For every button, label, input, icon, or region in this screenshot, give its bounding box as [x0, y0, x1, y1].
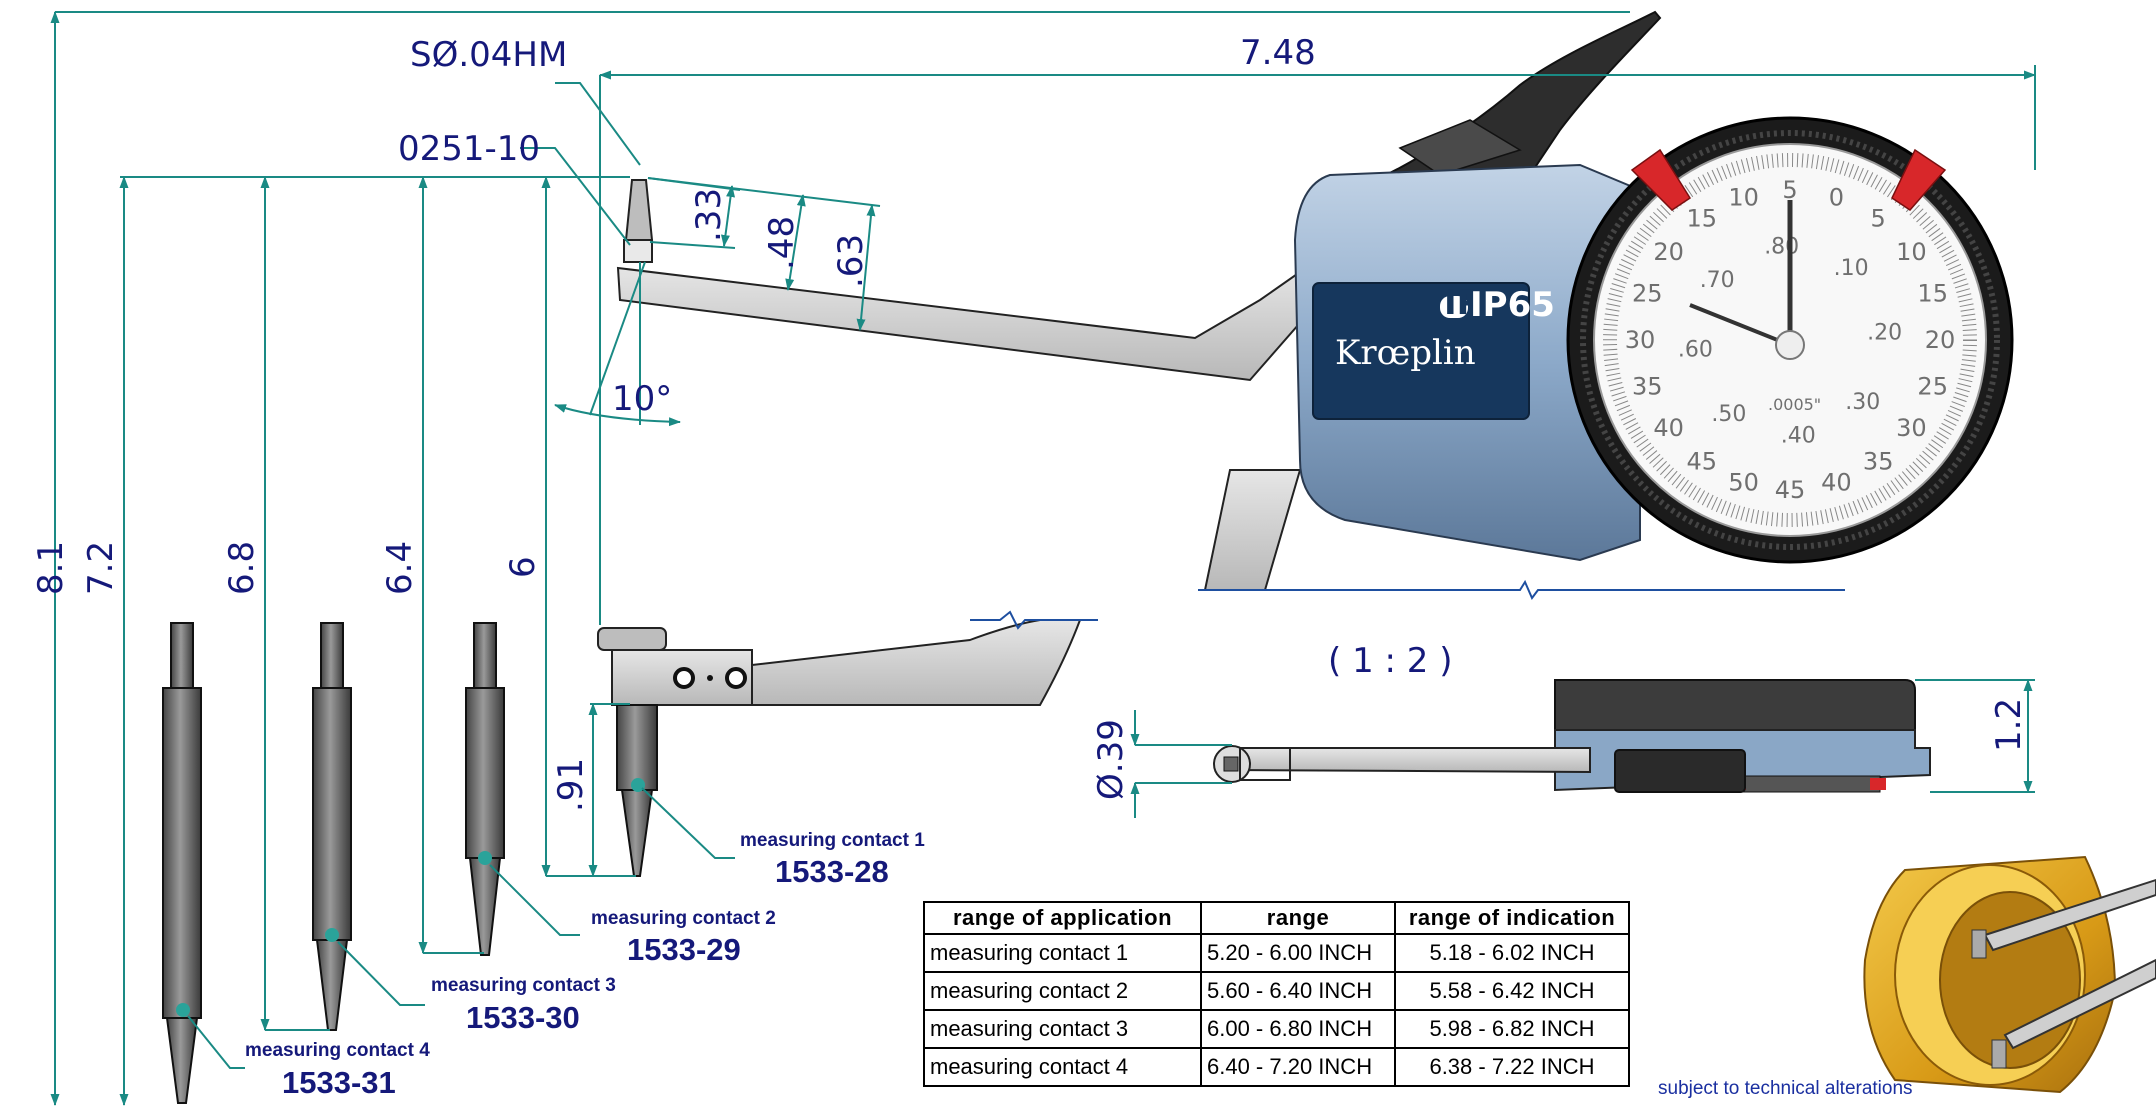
table-row: measuring contact 1 5.20 - 6.00 INCH 5.1…	[923, 933, 1630, 973]
label-plate	[1312, 282, 1530, 420]
dial-outer-number: 40	[1653, 414, 1684, 442]
table-row: measuring contact 3 6.00 - 6.80 INCH 5.9…	[923, 1009, 1630, 1049]
tolerance-marker-left	[1630, 148, 1692, 211]
dim-048: .48	[762, 216, 802, 270]
tolerance-marker-right	[1891, 148, 1947, 211]
dim-033: .33	[689, 188, 729, 242]
dial-outer-number: 10	[1896, 238, 1927, 266]
table-cell: 6.38 - 7.22 INCH	[1394, 1047, 1630, 1087]
thickness-label: 1.2	[1989, 698, 2029, 752]
dial-outer-number: 35	[1863, 447, 1894, 475]
table-header: range	[1200, 901, 1396, 935]
measuring-contacts	[162, 622, 505, 1104]
dial-outer-number: 10	[1728, 183, 1759, 211]
table-cell: 6.00 - 6.80 INCH	[1200, 1009, 1396, 1049]
lever	[1374, 10, 1662, 192]
technical-alterations-note: subject to technical alterations	[1658, 1078, 1913, 1099]
height-7-2: 7.2	[81, 541, 121, 595]
overall-length-label: 7.48	[1240, 33, 1316, 73]
dial-inner-number: .70	[1700, 268, 1735, 293]
height-6-8: 6.8	[222, 541, 262, 595]
tip-spec-label: SØ.04HM	[410, 35, 567, 75]
dial-outer-number: 45	[1775, 476, 1806, 504]
contact-part-label: 0251-10	[398, 129, 540, 169]
contact-4-part: 1533-31	[282, 1065, 396, 1100]
angle-label: 10°	[612, 379, 672, 419]
dial-outer-number: 25	[1917, 372, 1948, 400]
height-8-1: 8.1	[31, 541, 71, 595]
contact-2-part: 1533-29	[627, 932, 741, 967]
dial-outer-number: 40	[1821, 469, 1852, 497]
contact-3-drawing	[312, 622, 352, 1031]
table-cell: 5.58 - 6.42 INCH	[1394, 971, 1630, 1011]
table-header: range of indication	[1394, 901, 1630, 935]
tip-top-view	[624, 179, 654, 241]
table-cell: 5.18 - 6.02 INCH	[1394, 933, 1630, 973]
dimension-lines	[50, 10, 2036, 1106]
dial-outer-number: 0	[1829, 183, 1844, 211]
lower-arm	[1203, 469, 1302, 591]
dial-outer-number: 45	[1687, 447, 1718, 475]
table-cell: 6.40 - 7.20 INCH	[1200, 1047, 1396, 1087]
dial-outer-number: 20	[1653, 238, 1684, 266]
contact-3-label: measuring contact 3	[431, 975, 616, 996]
contact-1-label: measuring contact 1	[740, 830, 925, 851]
brand-name: Krœplin	[1335, 333, 1476, 373]
dial-inner-number: .10	[1834, 256, 1869, 281]
height-0-91: .91	[551, 758, 591, 812]
dial-outer-number: 5	[1782, 176, 1797, 204]
application-illustration	[1863, 855, 2156, 1094]
dial-inner-number: .80	[1764, 234, 1799, 259]
contact-1-part: 1533-28	[775, 854, 889, 889]
contact-leaders	[187, 787, 735, 1069]
table-row: measuring contact 4 6.40 - 7.20 INCH 6.3…	[923, 1047, 1630, 1087]
table-cell: 5.20 - 6.00 INCH	[1200, 933, 1396, 973]
gauge-side-view	[1213, 679, 1931, 793]
diameter-label: Ø.39	[1091, 719, 1131, 800]
contact-3-part: 1533-30	[466, 1000, 580, 1035]
dial-outer-number: 35	[1632, 372, 1663, 400]
height-6: 6	[503, 556, 543, 578]
contact-2-drawing	[465, 622, 505, 956]
table-header: range of application	[923, 901, 1202, 935]
dial-outer-number: 30	[1896, 414, 1927, 442]
table-row: measuring contact 2 5.60 - 6.40 INCH 5.5…	[923, 971, 1630, 1011]
dial-inner-number: .40	[1781, 424, 1816, 449]
contact-2-label: measuring contact 2	[591, 908, 776, 929]
dial-inner-number: .60	[1678, 337, 1713, 362]
dial-outer-number: 50	[1728, 469, 1759, 497]
svg-text:IP: IP	[1444, 283, 1482, 323]
scale-label: ( 1 : 2 )	[1328, 641, 1452, 681]
dial-outer-number: 15	[1687, 205, 1718, 233]
dim-063: .63	[831, 234, 871, 288]
table-cell: measuring contact 2	[923, 971, 1202, 1011]
table-cell: measuring contact 1	[923, 933, 1202, 973]
contact-holder	[597, 610, 1098, 877]
ip-rating: IP65	[1470, 285, 1555, 325]
dial-inner-number: .30	[1845, 390, 1880, 415]
dial-outer-number: 15	[1917, 280, 1948, 308]
dial-outer-number: 20	[1925, 326, 1956, 354]
contact-4-drawing	[162, 622, 202, 1104]
contact-4-label: measuring contact 4	[245, 1040, 430, 1061]
table-cell: measuring contact 4	[923, 1047, 1202, 1087]
table-cell: measuring contact 3	[923, 1009, 1202, 1049]
dial-outer-number: 30	[1625, 326, 1656, 354]
height-6-4: 6.4	[380, 541, 420, 595]
table-cell: 5.98 - 6.82 INCH	[1394, 1009, 1630, 1049]
upper-arm	[616, 263, 1322, 382]
dial-outer-number: 25	[1632, 280, 1663, 308]
table-cell: 5.60 - 6.40 INCH	[1200, 971, 1396, 1011]
resolution-label: .0005"	[1768, 395, 1821, 414]
table-header-row: range of application range range of indi…	[923, 901, 1630, 935]
dial-inner-number: .20	[1867, 321, 1902, 346]
dial-outer-number: 5	[1871, 205, 1886, 233]
range-table: range of application range range of indi…	[923, 901, 1630, 1087]
dial-inner-number: .50	[1711, 402, 1746, 427]
